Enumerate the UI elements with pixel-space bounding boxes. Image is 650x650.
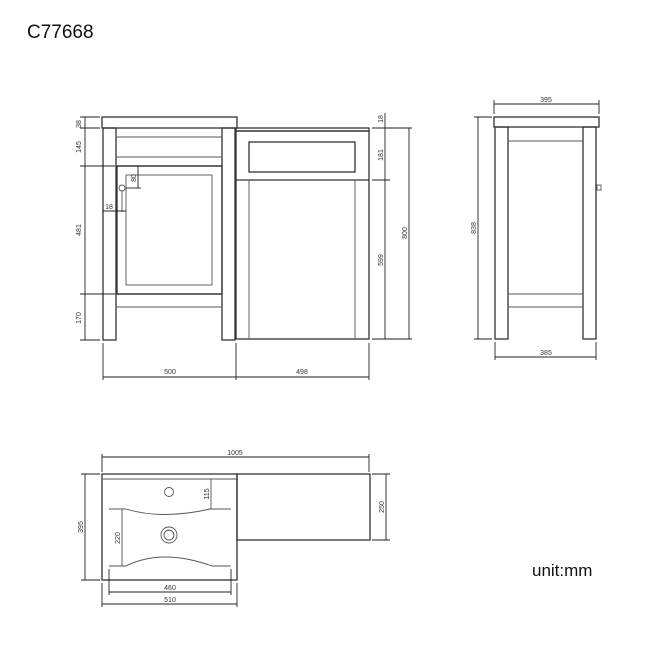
front-view-left-cabinet bbox=[101, 116, 238, 341]
dim-right-width-498: 498 bbox=[296, 369, 308, 376]
side-back-leg bbox=[494, 126, 509, 340]
left-door bbox=[116, 165, 223, 295]
dim-drawer-181: 181 bbox=[378, 149, 385, 161]
side-front-leg bbox=[582, 126, 597, 340]
left-leg bbox=[102, 127, 117, 341]
dim-side-height-838: 838 bbox=[471, 222, 478, 234]
right-cabinet-body bbox=[235, 130, 370, 340]
worktop-outline bbox=[236, 473, 371, 541]
top-view bbox=[101, 473, 371, 581]
tap-hole-icon bbox=[164, 487, 174, 497]
side-view bbox=[493, 116, 602, 340]
dim-worktop-depth-250: 250 bbox=[379, 501, 386, 513]
dim-side-base-385: 385 bbox=[540, 350, 552, 357]
dim-door-481: 481 bbox=[76, 224, 83, 236]
dim-basin-depth-395: 395 bbox=[78, 521, 85, 533]
dim-bowl-width-460: 460 bbox=[164, 585, 176, 592]
dim-bowl-depth-220: 220 bbox=[115, 532, 122, 544]
door-knob-icon bbox=[118, 184, 126, 192]
dim-handle-80: 80 bbox=[131, 174, 138, 182]
left-worktop bbox=[101, 116, 238, 129]
dim-left-width-500: 500 bbox=[164, 369, 176, 376]
drawer-front bbox=[248, 141, 356, 173]
dim-worktop-38: 38 bbox=[76, 120, 83, 128]
dim-tap-offset-115: 115 bbox=[204, 488, 211, 499]
dim-basin-width-510: 510 bbox=[164, 597, 176, 604]
dim-plinth-170: 170 bbox=[76, 312, 83, 324]
dim-side-top-395: 395 bbox=[540, 97, 552, 104]
side-knob-icon bbox=[596, 184, 602, 191]
right-leg bbox=[221, 127, 236, 341]
product-code-title: C77668 bbox=[27, 22, 94, 43]
drain-inner-icon bbox=[163, 529, 175, 541]
dim-total-800: 800 bbox=[402, 227, 409, 239]
unit-label: unit:mm bbox=[532, 561, 593, 580]
dimension-annotations: 38 145 481 170 80 18 500 498 18 181 599 … bbox=[76, 97, 600, 607]
dim-worktop-18: 18 bbox=[378, 115, 385, 123]
left-door-panel bbox=[125, 174, 213, 286]
dim-frame-18: 18 bbox=[105, 204, 113, 211]
dim-top-rail-145: 145 bbox=[76, 141, 83, 153]
dim-overall-1005: 1005 bbox=[227, 450, 243, 457]
drain-outer-icon bbox=[160, 526, 178, 544]
dim-door-599: 599 bbox=[378, 254, 385, 266]
front-view-right-cabinet bbox=[235, 127, 370, 340]
side-worktop bbox=[493, 116, 600, 128]
